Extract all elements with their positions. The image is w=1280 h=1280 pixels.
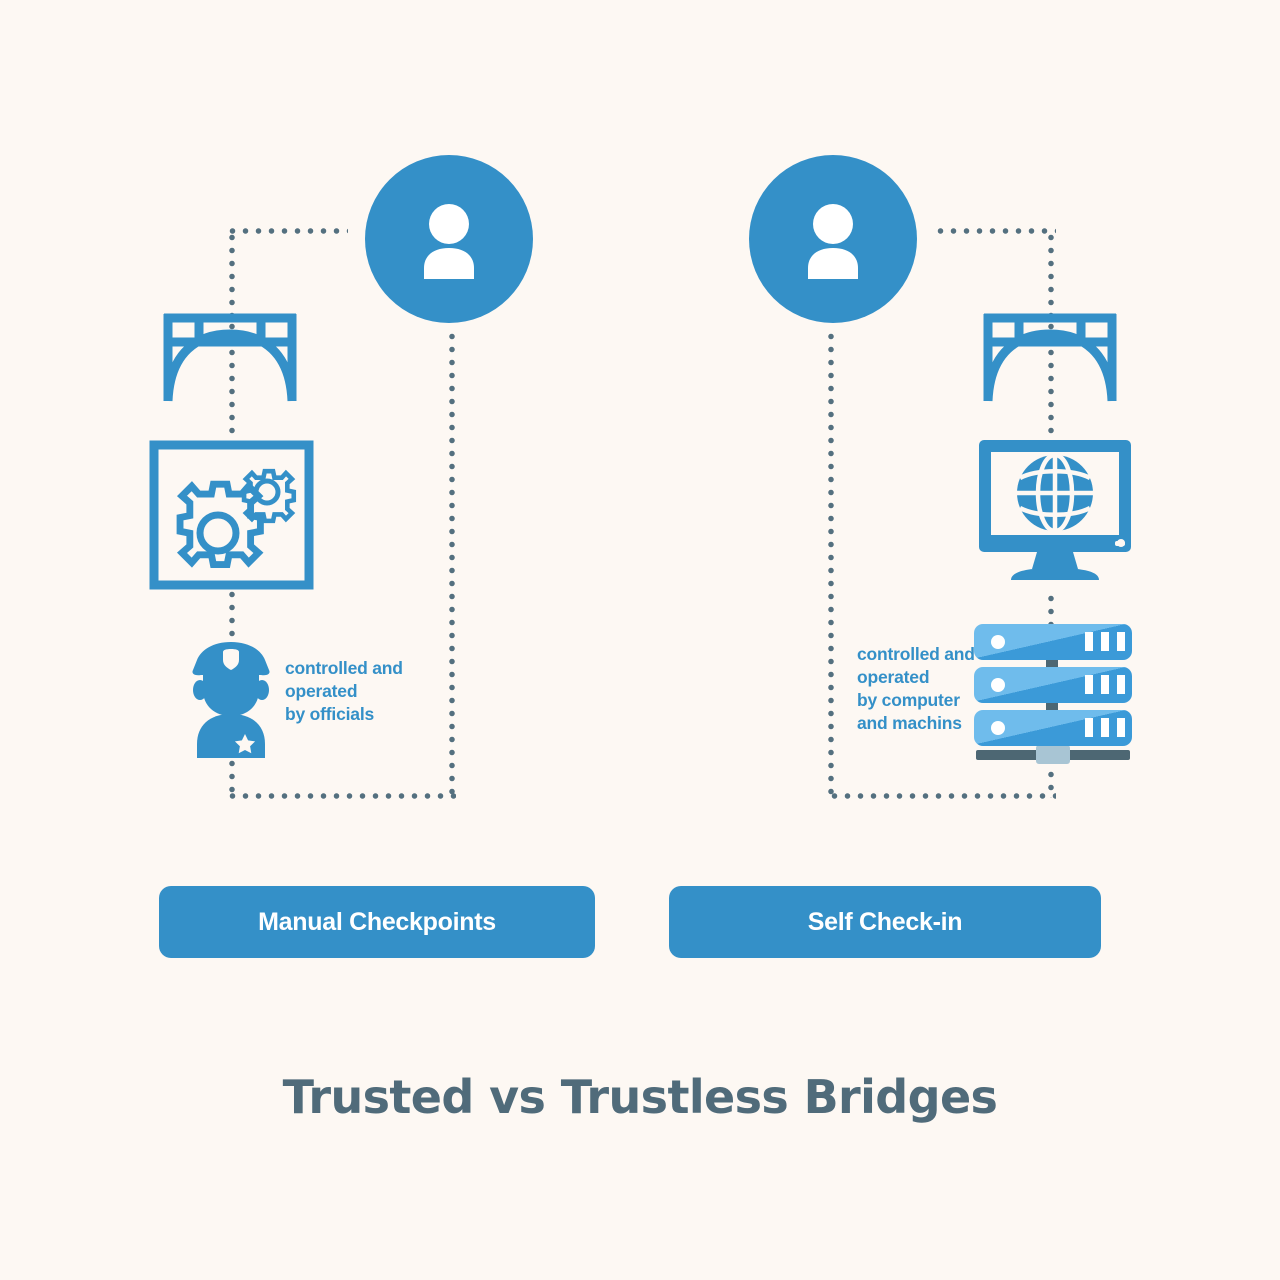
right-connector-vertical-return [828, 330, 834, 796]
manual-checkpoints-label: Manual Checkpoints [258, 907, 496, 936]
left-person-avatar [365, 155, 533, 323]
right-connector-vertical-monitor-to-servers [1048, 592, 1054, 628]
manual-checkpoints-button[interactable]: Manual Checkpoints [159, 886, 595, 958]
left-connector-bottom-horizontal [226, 793, 456, 799]
left-connector-vertical-return [449, 330, 455, 796]
left-connector-vertical-bridge-to-box [229, 320, 235, 445]
left-police-officer-icon [183, 640, 279, 758]
right-connector-top-horizontal [934, 228, 1056, 234]
right-server-rack-icon [972, 622, 1134, 772]
left-connector-top-horizontal [226, 228, 348, 234]
right-person-avatar [749, 155, 917, 323]
right-connector-bottom-horizontal [828, 793, 1056, 799]
right-bridge-icon [980, 310, 1120, 405]
left-connector-vertical-box-to-officer [229, 588, 235, 650]
person-icon [424, 204, 474, 279]
self-checkin-label: Self Check-in [807, 907, 963, 936]
page-title: Trusted vs Trustless Bridges [282, 1070, 998, 1124]
left-gears-box-icon [149, 440, 314, 590]
left-connector-vertical-officer-to-bottom [229, 757, 235, 799]
right-connector-vertical-upper [1048, 231, 1054, 323]
right-connector-vertical-bridge-to-monitor [1048, 320, 1054, 445]
right-monitor-globe-icon [975, 438, 1135, 590]
self-checkin-button[interactable]: Self Check-in [669, 886, 1101, 958]
left-bridge-icon [160, 310, 300, 405]
right-connector-vertical-servers-to-bottom [1048, 768, 1054, 798]
left-connector-vertical-upper [229, 231, 235, 323]
person-icon [808, 204, 858, 279]
left-caption: controlled and operated by officials [285, 658, 403, 724]
right-caption: controlled and operated by computer and … [857, 644, 975, 733]
